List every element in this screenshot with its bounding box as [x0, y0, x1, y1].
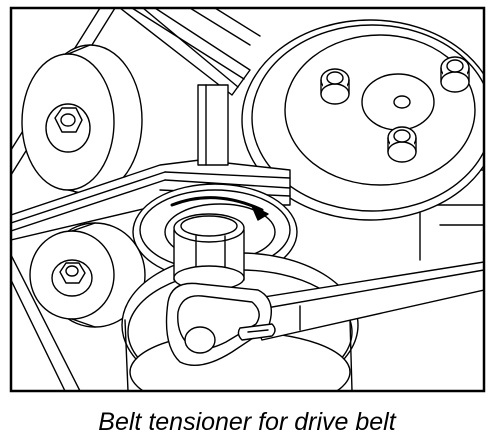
socket [173, 213, 245, 291]
large-pulley [241, 19, 484, 221]
tensioner-shaft [197, 84, 229, 166]
pulley-bolt-top-right [440, 56, 470, 93]
lower-idler-pulley [29, 222, 146, 328]
drive-belt [11, 8, 291, 241]
ratchet-wrench [165, 261, 484, 366]
belt-tensioner-illustration [9, 6, 486, 393]
upper-idler-pulley [21, 44, 143, 196]
pulley-bolt-bottom [387, 126, 417, 163]
illustration-frame [9, 6, 486, 393]
curved-arrow-icon [170, 196, 269, 221]
pulley-bolt-top-left [320, 68, 350, 105]
figure-caption: Belt tensioner for drive belt [98, 408, 396, 436]
